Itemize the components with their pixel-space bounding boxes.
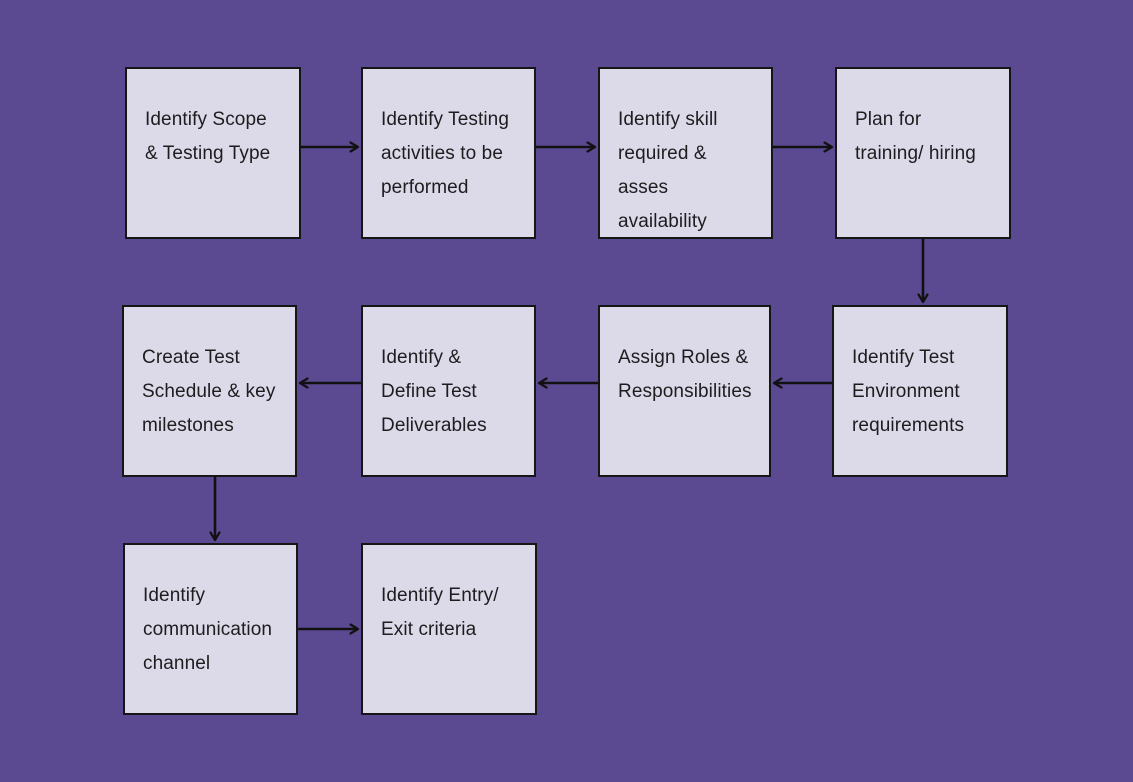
node-label: Identify skill required & asses availabi… — [618, 109, 718, 232]
node-identify-test-environment: Identify Test Environment requirements — [832, 305, 1008, 477]
node-label: Assign Roles & Responsibilities — [618, 347, 752, 402]
node-plan-training-hiring: Plan for training/ hiring — [835, 67, 1011, 239]
node-identify-define-test-deliverables: Identify & Define Test Deliverables — [361, 305, 536, 477]
node-label: Plan for training/ hiring — [855, 109, 976, 164]
node-label: Identify Test Environment requirements — [852, 347, 965, 436]
node-label: Identify Scope & Testing Type — [145, 109, 271, 164]
node-create-test-schedule: Create Test Schedule & key milestones — [122, 305, 297, 477]
node-identify-skill-required: Identify skill required & asses availabi… — [598, 67, 773, 239]
node-identify-scope-testing-type: Identify Scope & Testing Type — [125, 67, 301, 239]
node-label: Identify & Define Test Deliverables — [381, 347, 487, 436]
node-identify-entry-exit-criteria: Identify Entry/ Exit criteria — [361, 543, 537, 715]
node-label: Identify Testing activities to be perfor… — [381, 109, 509, 198]
node-identify-testing-activities: Identify Testing activities to be perfor… — [361, 67, 536, 239]
node-identify-communication-channel: Identify communication channel — [123, 543, 298, 715]
node-label: Create Test Schedule & key milestones — [142, 347, 276, 436]
node-label: Identify Entry/ Exit criteria — [381, 585, 499, 640]
node-assign-roles-responsibilities: Assign Roles & Responsibilities — [598, 305, 771, 477]
node-label: Identify communication channel — [143, 585, 273, 674]
